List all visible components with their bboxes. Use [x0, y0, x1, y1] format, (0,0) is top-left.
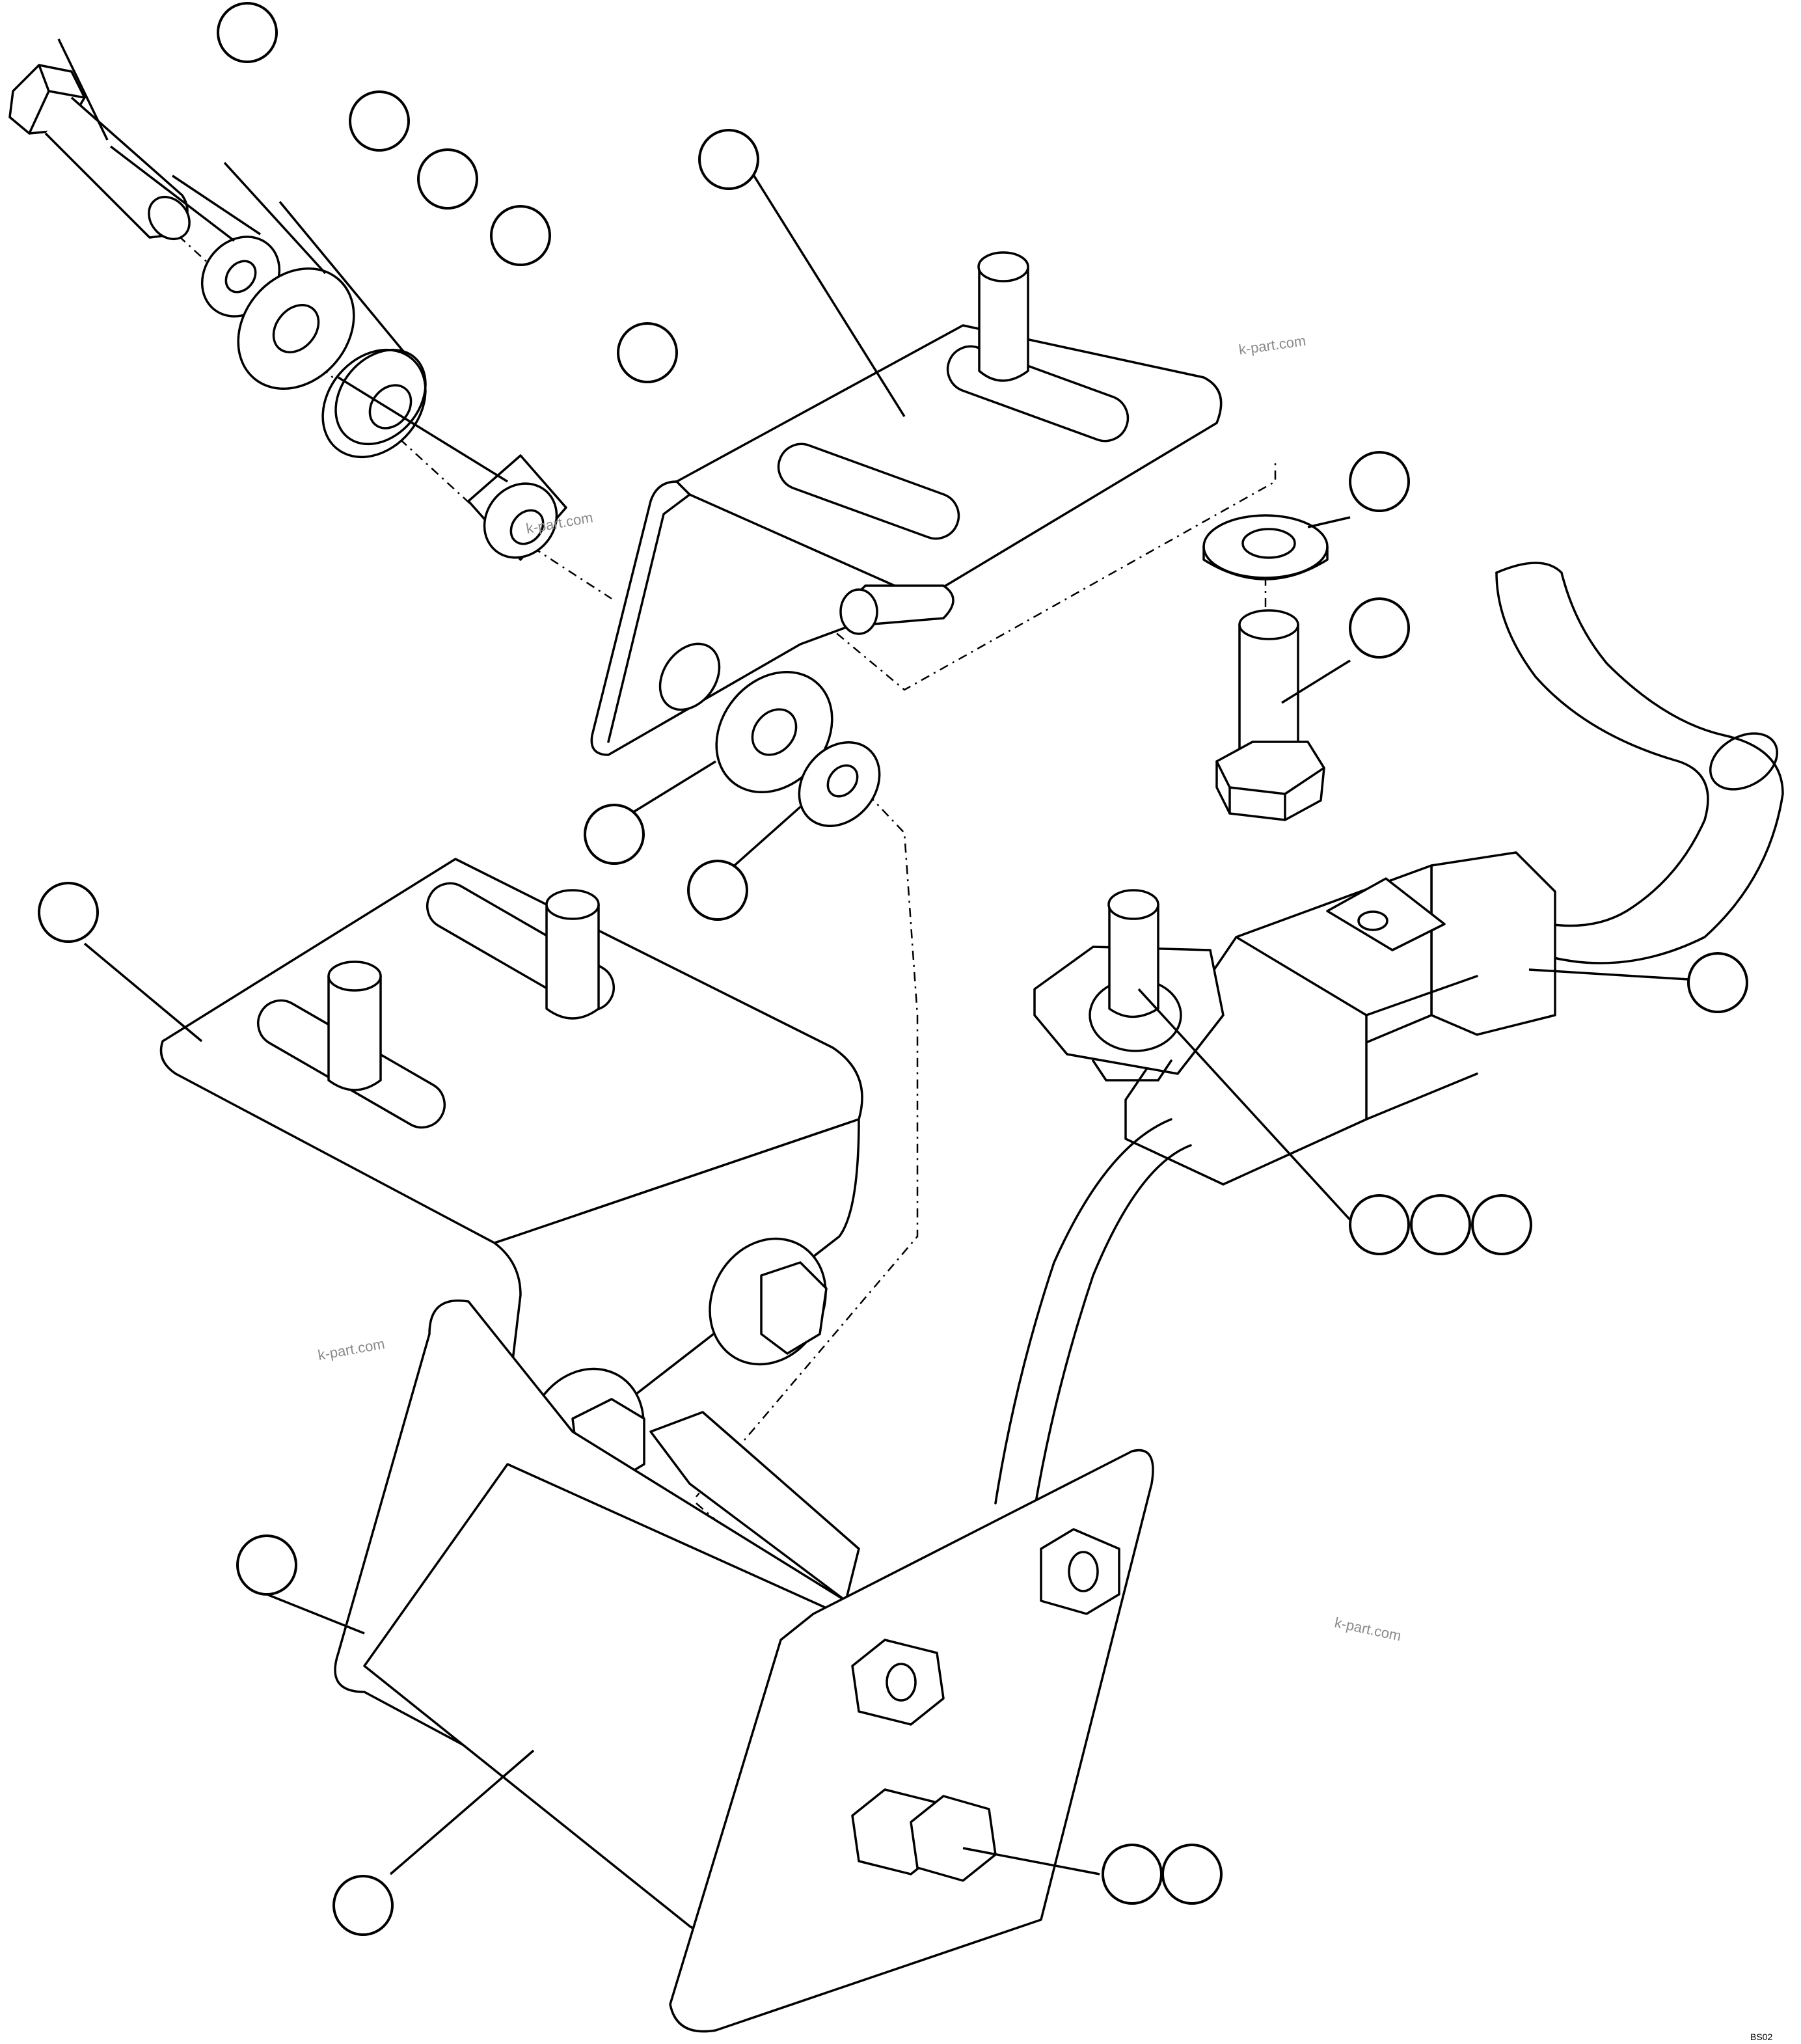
callout-2 — [349, 90, 410, 152]
pedal-lever-plate — [334, 1299, 1154, 2033]
wire-harness — [1495, 562, 1784, 964]
watermark-4: k-part.com — [1333, 1614, 1403, 1644]
callouts — [38, 2, 1748, 1936]
hex-bolt-top-left — [8, 64, 191, 241]
callout-12 — [1687, 952, 1748, 1013]
callout-14 — [1410, 1194, 1471, 1255]
callout-17 — [332, 1875, 394, 1936]
callout-1 — [217, 2, 278, 63]
watermark-1: k-part.com — [1238, 333, 1307, 358]
switch-connector — [1033, 851, 1556, 1186]
callout-19 — [1161, 1844, 1223, 1905]
callout-10 — [687, 860, 748, 921]
control-cable — [994, 1118, 1192, 1511]
callout-8 — [1349, 597, 1410, 659]
callout-18 — [1102, 1844, 1163, 1905]
spacer-sleeve — [467, 454, 567, 561]
hex-bolt-right — [1215, 609, 1325, 821]
callout-6 — [698, 129, 759, 190]
callout-11 — [38, 882, 99, 943]
lower-bracket — [159, 858, 863, 1496]
callout-5 — [617, 322, 678, 383]
callout-3 — [417, 148, 478, 210]
callout-4 — [490, 205, 551, 266]
callout-9 — [584, 804, 645, 865]
drawing-code: BS02 — [1750, 2032, 1772, 2042]
washer-small-middle — [798, 741, 881, 827]
washer-right — [1202, 514, 1329, 580]
leader-lines — [57, 38, 1689, 1875]
callout-13 — [1349, 1194, 1410, 1255]
callout-7 — [1349, 451, 1410, 512]
watermark-3: k-part.com — [317, 1335, 386, 1363]
callout-16 — [236, 1534, 297, 1596]
callout-15 — [1471, 1194, 1532, 1255]
washer-large-upper — [237, 267, 355, 390]
upper-bracket — [590, 251, 1223, 756]
